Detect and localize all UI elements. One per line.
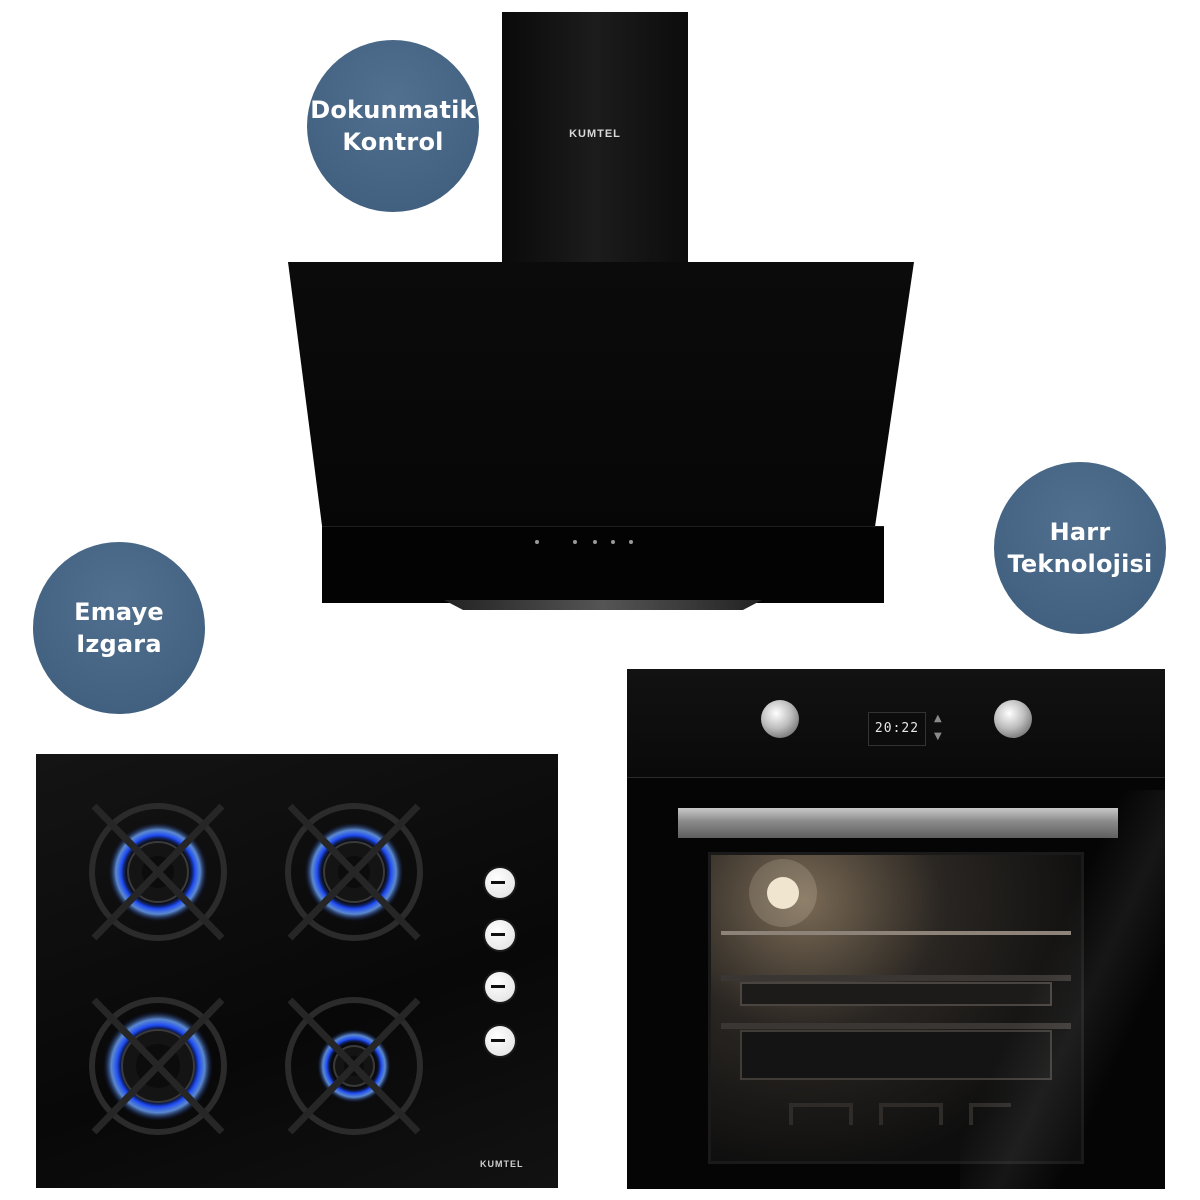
badge-hot-air-line1: Harr xyxy=(1049,518,1111,546)
oven-door-handle[interactable] xyxy=(678,808,1118,838)
oven-function-knob[interactable] xyxy=(994,700,1032,738)
hood-brand-logo: KUMTEL xyxy=(569,128,621,140)
hob-knob-4[interactable] xyxy=(485,1026,515,1056)
hood-speed-touch-icon[interactable] xyxy=(611,540,615,544)
badge-hot-air-technology: Harr Teknolojisi xyxy=(994,462,1166,634)
burner-front-right xyxy=(285,997,423,1135)
hob-brand-logo: KUMTEL xyxy=(480,1159,524,1169)
burner-back-left xyxy=(89,803,227,941)
hood-speed-touch-icon[interactable] xyxy=(573,540,577,544)
hob-knob-2[interactable] xyxy=(485,920,515,950)
badge-hot-air-line2: Teknolojisi xyxy=(1007,550,1153,578)
burner-front-left xyxy=(89,997,227,1135)
oven-temperature-knob[interactable] xyxy=(761,700,799,738)
hood-speed-touch-icon[interactable] xyxy=(629,540,633,544)
badge-touch-control-line2: Kontrol xyxy=(342,128,444,156)
glass-reflection xyxy=(960,790,1180,1190)
hood-light-bar xyxy=(444,600,762,610)
badge-enamel-grill: Emaye Izgara xyxy=(33,542,205,714)
badge-touch-control: Dokunmatik Kontrol xyxy=(307,40,479,212)
hob-knob-1[interactable] xyxy=(485,868,515,898)
chevron-down-icon[interactable]: ▼ xyxy=(934,731,942,742)
hood-control-strip xyxy=(322,526,884,603)
badge-enamel-grill-line1: Emaye xyxy=(74,598,164,626)
hob-knob-3[interactable] xyxy=(485,972,515,1002)
gas-hob xyxy=(36,754,558,1188)
burner-back-right xyxy=(285,803,423,941)
oven-interior xyxy=(721,859,1071,1125)
badge-touch-control-line1: Dokunmatik xyxy=(310,96,476,124)
hood-power-touch-icon[interactable] xyxy=(535,540,539,544)
hob-burners xyxy=(89,803,423,1135)
badge-enamel-grill-line2: Izgara xyxy=(76,630,162,658)
hood-speed-touch-icon[interactable] xyxy=(593,540,597,544)
chevron-up-icon[interactable]: ▲ xyxy=(934,713,942,724)
oven-door-window xyxy=(708,852,1084,1164)
hood-chimney: KUMTEL xyxy=(502,12,688,264)
oven-clock-display: 20:22 xyxy=(868,712,926,746)
